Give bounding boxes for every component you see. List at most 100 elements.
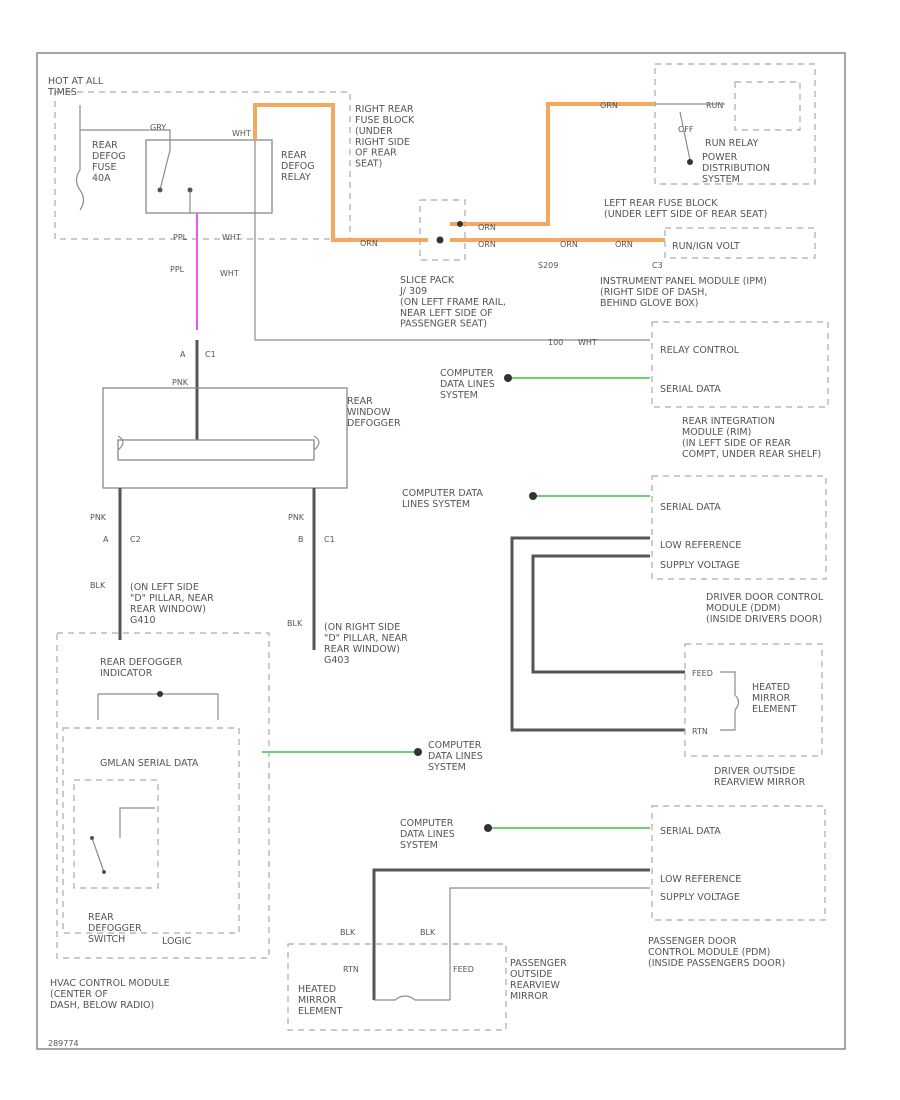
low-reference-label-ddm: LOW REFERENCE xyxy=(660,540,741,551)
orange-wire-label-3: ORN xyxy=(478,223,496,232)
white-wire-label-wht: WHT xyxy=(222,233,241,242)
splice-pack-dot-1 xyxy=(436,236,444,244)
rear-defog-fuse xyxy=(75,105,85,211)
splice-pack-box xyxy=(419,199,466,261)
ipm-box-top xyxy=(664,227,816,259)
indicator-lamp-dot xyxy=(157,691,163,697)
orange-wire-splice-to-run-relay xyxy=(450,102,655,226)
pink-wire-label-ppl: PPL xyxy=(173,233,188,242)
indicator-lamp-wire xyxy=(97,693,219,720)
connector-c1-label: C1 xyxy=(205,350,216,359)
run-relay-dot xyxy=(687,159,693,165)
connector-a-label: A xyxy=(180,350,186,359)
rear-integration-module-box xyxy=(651,321,829,408)
passenger-door-module-box xyxy=(651,805,826,921)
heated-mirror-element-passenger xyxy=(374,995,450,1001)
power-distribution-box xyxy=(654,63,816,185)
supply-voltage-label-pdm: SUPPLY VOLTAGE xyxy=(660,892,740,903)
switch-dot-1 xyxy=(90,836,94,840)
orange-wire-label-4: ORN xyxy=(478,240,496,249)
relay-wire-label-wht: WHT xyxy=(232,129,251,138)
feed-label-passenger: FEED xyxy=(453,965,474,974)
run-relay-run-label: RUN xyxy=(706,101,723,110)
relay-control-wire-label-wht: WHT xyxy=(578,338,597,347)
serial-data-label-rim: SERIAL DATA xyxy=(660,384,721,395)
connector-b-c1-label: B xyxy=(298,535,304,544)
orange-wire-label-1: ORN xyxy=(360,239,378,248)
passenger-mirror-feed-wire xyxy=(449,887,650,1000)
instrument-panel-module-label: INSTRUMENT PANEL MODULE (IPM)(RIGHT SIDE… xyxy=(600,276,767,309)
run-relay-off-label: OFF xyxy=(678,125,694,134)
defogger-grid xyxy=(117,439,315,461)
relay-pin-dot-2 xyxy=(187,187,193,193)
white-wire-label-wht-2: WHT xyxy=(220,269,239,278)
diagram-frame xyxy=(36,52,846,1050)
right-rear-fuse-block-box xyxy=(54,91,351,240)
rear-defogger-switch xyxy=(91,807,155,873)
rtn-label-driver: RTN xyxy=(692,727,708,736)
rtn-label-passenger: RTN xyxy=(343,965,359,974)
connector-c1-right-label: C1 xyxy=(324,535,335,544)
pink-wire-label-pnk: PNK xyxy=(172,378,189,387)
relay-control-wire xyxy=(254,213,650,341)
ground-left-blk-label: BLK xyxy=(90,581,106,590)
relay-pin-dot-1 xyxy=(157,187,163,193)
heated-mirror-element-driver xyxy=(720,671,740,731)
feed-label-driver: FEED xyxy=(692,669,713,678)
relay-control-label: RELAY CONTROL xyxy=(660,345,740,356)
run-relay-label: RUN RELAY xyxy=(705,138,759,149)
green-wire-pdm-dot xyxy=(484,824,492,832)
serial-data-label-ddm: SERIAL DATA xyxy=(660,502,721,513)
green-wire-ddm-dot xyxy=(529,492,537,500)
orange-wire-label-5: ORN xyxy=(560,240,578,249)
ground-right-pnk-label: PNK xyxy=(288,513,305,522)
orange-wire-conn-label: C3 xyxy=(652,261,663,270)
switch-dot-2 xyxy=(102,870,106,874)
driver-mirror-rtn-wire xyxy=(510,536,685,732)
splice-pack-dot-2 xyxy=(457,221,463,227)
green-wire-rim-dot xyxy=(504,374,512,382)
driver-door-module-box xyxy=(651,475,827,580)
green-wire-hvac-dot xyxy=(414,748,422,756)
ground-left-pnk-label: PNK xyxy=(90,513,107,522)
pink-wire-label-ppl-2: PPL xyxy=(170,265,185,274)
orange-wire-label-2: ORN xyxy=(600,101,618,110)
low-reference-label-pdm: LOW REFERENCE xyxy=(660,874,741,885)
driver-mirror-feed-wire xyxy=(531,554,685,674)
rear-window-defogger-box xyxy=(102,387,348,489)
ground-right-blk-label: BLK xyxy=(287,619,303,628)
relay-wire-label-gry: GRY xyxy=(150,123,166,132)
connector-c2-label: C2 xyxy=(130,535,141,544)
splice-s209-label: S209 xyxy=(538,261,558,270)
orange-wire-label-6: ORN xyxy=(615,240,633,249)
run-ign-volt-label: RUN/IGN VOLT xyxy=(672,241,740,252)
passenger-mirror-rtn-wire xyxy=(372,868,650,1000)
hvac-logic-box xyxy=(62,727,240,934)
relay-switch-contact xyxy=(80,129,256,213)
serial-data-label-pdm: SERIAL DATA xyxy=(660,826,721,837)
relay-control-wire-label-num: 100 xyxy=(548,338,563,347)
switch-logic-box xyxy=(73,779,159,889)
orange-wire-relay-to-splice xyxy=(253,103,428,242)
left-rear-fuse-block-label: LEFT REAR FUSE BLOCK(UNDER LEFT SIDE OF … xyxy=(604,198,767,220)
